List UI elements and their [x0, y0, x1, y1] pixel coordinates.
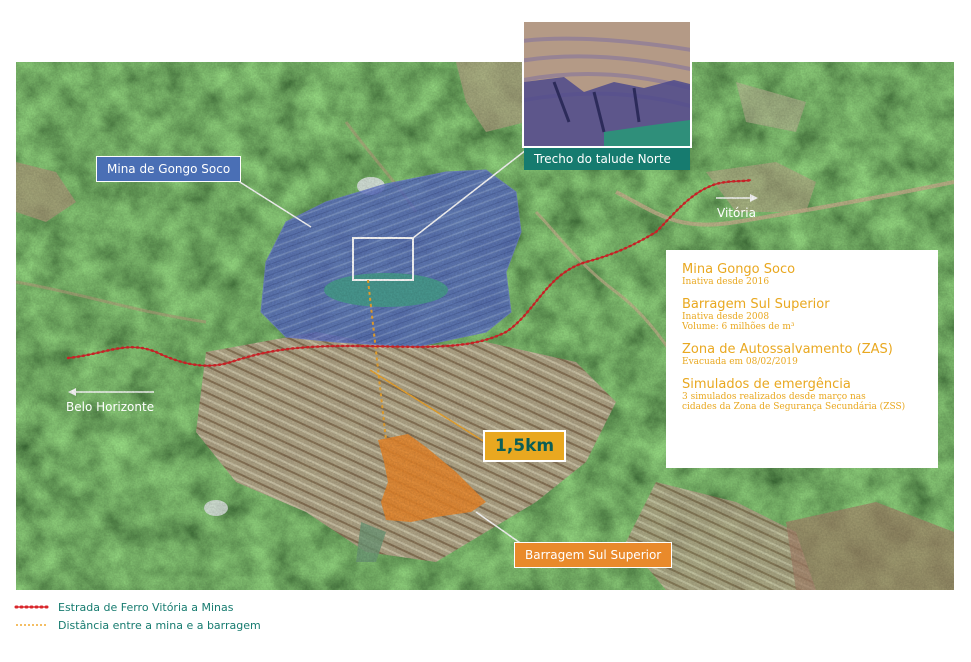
info-item-zas: Zona de Autossalvamento (ZAS) Evacuada e… — [682, 342, 922, 367]
info-item-dam: Barragem Sul Superior Inativa desde 2008… — [682, 297, 922, 332]
info-item-mine: Mina Gongo Soco Inativa desde 2016 — [682, 262, 922, 287]
info-title: Mina Gongo Soco — [682, 262, 796, 277]
legend-distance-label: Distância entre a mina e a barragem — [58, 618, 261, 632]
legend-railway-label: Estrada de Ferro Vitória a Minas — [58, 600, 234, 614]
info-detail: 3 simulados realizados desde março nas — [682, 392, 866, 402]
info-detail: Volume: 6 milhões de m³ — [682, 322, 795, 332]
distance-label: 1,5km — [483, 430, 567, 462]
legend-row-railway: Estrada de Ferro Vitória a Minas — [14, 598, 261, 616]
info-title: Barragem Sul Superior — [682, 297, 830, 312]
slope-label: Trecho do talude Norte — [524, 148, 690, 170]
info-detail: Inativa desde 2008 — [682, 312, 770, 322]
map-legend: Estrada de Ferro Vitória a Minas Distânc… — [14, 598, 261, 634]
info-item-drills: Simulados de emergência 3 simulados real… — [682, 377, 922, 412]
city-label-belo-horizonte: Belo Horizonte — [66, 400, 155, 414]
info-title: Simulados de emergência — [682, 377, 851, 392]
info-detail: Evacuada em 08/02/2019 — [682, 357, 798, 367]
city-label-vitoria: Vitória — [717, 206, 756, 220]
railway-legend-icon — [14, 605, 50, 609]
slope-inset-image — [522, 20, 692, 148]
info-title: Zona de Autossalvamento (ZAS) — [682, 342, 893, 357]
mine-label: Mina de Gongo Soco — [96, 156, 242, 182]
legend-row-distance: Distância entre a mina e a barragem — [14, 616, 261, 634]
info-panel: Mina Gongo Soco Inativa desde 2016 Barra… — [666, 250, 938, 468]
info-detail: cidades da Zona de Segurança Secundária … — [682, 402, 906, 412]
distance-legend-icon — [16, 624, 48, 626]
info-detail: Inativa desde 2016 — [682, 277, 770, 287]
dam-label: Barragem Sul Superior — [514, 542, 673, 568]
